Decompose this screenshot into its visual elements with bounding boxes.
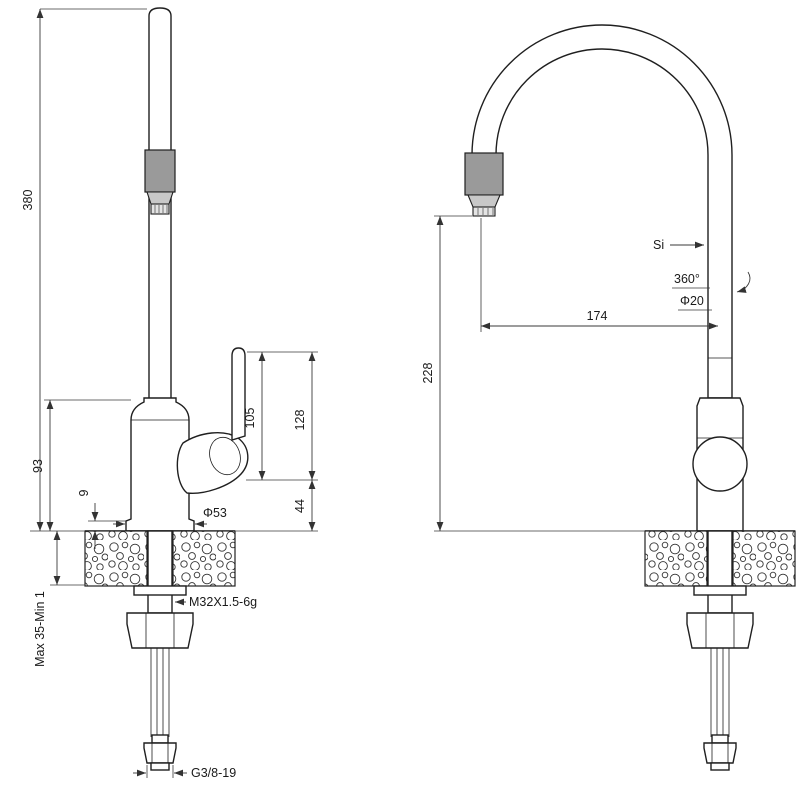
dim-105-label: 105 bbox=[243, 408, 257, 429]
front-hose-fitting bbox=[143, 734, 177, 771]
dim-128-label: 128 bbox=[293, 410, 307, 431]
front-handle-lever bbox=[231, 347, 246, 441]
front-view bbox=[84, 7, 249, 771]
dia-53-label: Φ53 bbox=[203, 506, 227, 520]
dia-20-label: Φ20 bbox=[680, 294, 704, 308]
side-view bbox=[464, 24, 796, 771]
side-handle-joint bbox=[692, 436, 748, 492]
dim-174-label: 174 bbox=[587, 309, 608, 323]
side-countertop-left bbox=[644, 530, 708, 587]
dim-380-label: 380 bbox=[21, 190, 35, 211]
si-label: Si bbox=[653, 238, 664, 252]
mount-thread-label: M32X1.5-6g bbox=[189, 595, 257, 609]
dim-9-label: 9 bbox=[77, 489, 91, 496]
swivel-label: 360° bbox=[674, 272, 700, 286]
side-countertop-right bbox=[732, 530, 796, 587]
hose-thread-label: G3/8-19 bbox=[191, 766, 236, 780]
side-supply-hoses bbox=[710, 648, 730, 737]
side-mounting-nut bbox=[686, 612, 754, 649]
front-countertop-left bbox=[84, 530, 148, 587]
dim-93-label: 93 bbox=[31, 459, 45, 473]
front-handle-socket bbox=[176, 432, 249, 494]
front-mounting-nut bbox=[126, 612, 194, 649]
side-dimensions: 228 174 Si 360° Φ20 bbox=[421, 215, 751, 532]
front-washer bbox=[133, 585, 187, 596]
front-spray-head-taper bbox=[146, 191, 174, 205]
side-mounting-shank bbox=[707, 530, 733, 614]
dim-44-label: 44 bbox=[293, 499, 307, 513]
front-dimensions: 380 93 9 105 128 44 Φ53 M32X1.5-6g Max 3… bbox=[21, 8, 318, 780]
front-countertop-right bbox=[172, 530, 236, 587]
front-mounting-shank bbox=[147, 530, 173, 614]
front-spray-head-sleeve bbox=[144, 149, 176, 193]
dim-228-label: 228 bbox=[421, 363, 435, 384]
side-spray-head bbox=[464, 152, 504, 217]
side-hose-fitting bbox=[703, 734, 737, 771]
side-gooseneck-spout bbox=[471, 24, 733, 399]
front-handle-socket-cap bbox=[209, 436, 241, 476]
swivel-arrow-icon bbox=[736, 271, 751, 293]
front-supply-hoses bbox=[150, 648, 170, 737]
clamp-range-label: Max 35-Min 1 bbox=[33, 591, 47, 667]
front-aerator bbox=[150, 203, 170, 215]
side-washer bbox=[693, 585, 747, 596]
